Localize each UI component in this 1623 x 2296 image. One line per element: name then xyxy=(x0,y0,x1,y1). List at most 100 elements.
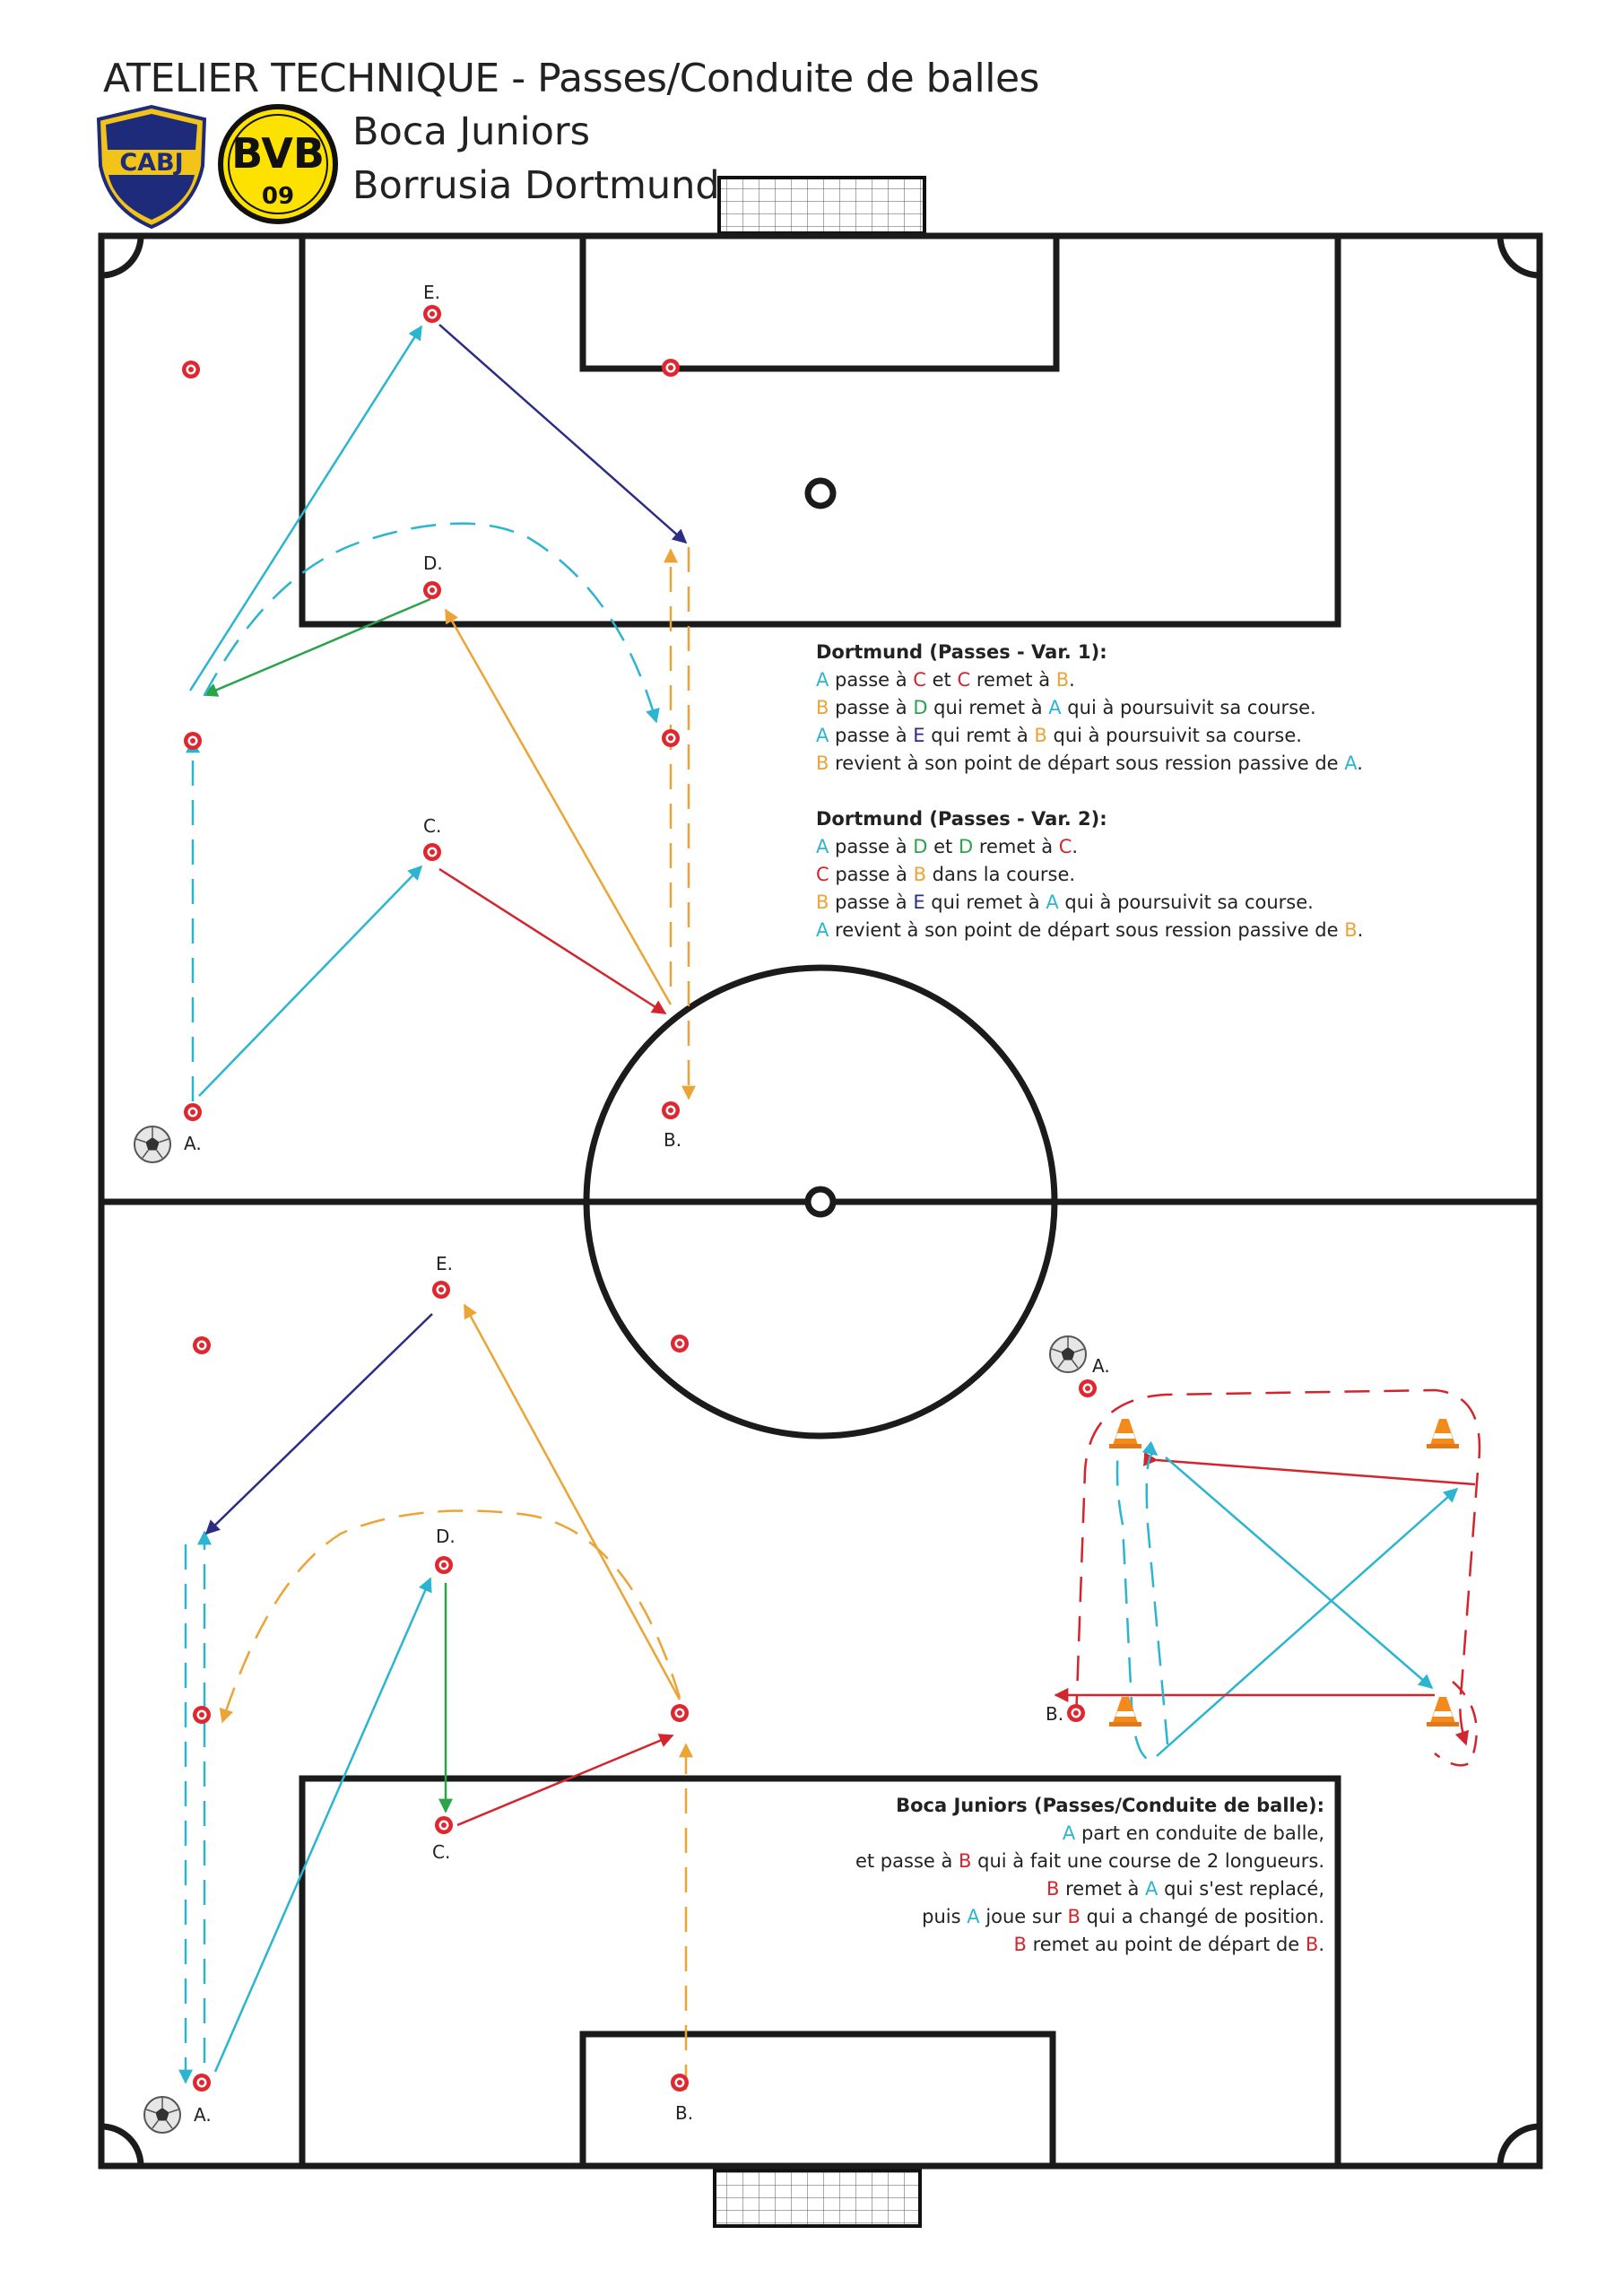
legend-player-ref: B xyxy=(1046,1878,1060,1900)
legend-line: C passe à B dans la course. xyxy=(816,861,1363,889)
bottom-label-a: A. xyxy=(194,2104,212,2126)
drill-diagonal-1 xyxy=(1165,1457,1434,1690)
legend-text: passe à xyxy=(829,836,914,857)
drill-run-a-down xyxy=(1115,1421,1158,1764)
legend-player-ref: A xyxy=(1344,752,1358,774)
bottom-marker-e xyxy=(432,1281,450,1299)
top-pass-e-b xyxy=(438,324,688,544)
bottom-curved-run-b xyxy=(219,1509,681,1724)
legend-text: qui s'est replacé, xyxy=(1158,1878,1324,1900)
bottom-ball xyxy=(143,2096,181,2134)
top-marker-a xyxy=(184,1103,202,1121)
legend-text: remet au point de départ de xyxy=(1026,1934,1306,1955)
legend-text: . xyxy=(1069,669,1075,691)
top-marker-c xyxy=(423,843,441,861)
top-goal xyxy=(717,176,926,235)
bottom-marker-b xyxy=(671,2074,689,2092)
legend-text: remet à xyxy=(973,836,1059,857)
legend-line: puis A joue sur B qui a changé de positi… xyxy=(855,1903,1324,1931)
bottom-goal-area xyxy=(579,2031,1056,2170)
bottom-marker-d xyxy=(435,1556,453,1574)
top-label-e: E. xyxy=(423,282,440,303)
top-label-d: D. xyxy=(423,552,443,574)
drill-cone-br xyxy=(1427,1697,1459,1726)
top-marker-a-run xyxy=(184,732,202,750)
drill-marker-b xyxy=(1067,1704,1085,1722)
bottom-goal xyxy=(713,2169,922,2228)
legend-line: B passe à E qui remet à A qui à poursuiv… xyxy=(816,889,1363,917)
drill-run-b-loop xyxy=(1074,1388,1481,1746)
bvb-logo-text: BVB xyxy=(231,129,325,178)
legend-player-ref: A xyxy=(816,919,829,941)
team-name-boca: Boca Juniors xyxy=(352,109,590,154)
legend-player-ref: B xyxy=(816,697,829,718)
drill-marker-a xyxy=(1079,1379,1097,1397)
legend-player-ref: C xyxy=(913,669,926,691)
bottom-marker-a xyxy=(193,2074,211,2092)
legend-player-ref: A xyxy=(816,836,829,857)
bvb-logo-sub: 09 xyxy=(262,183,294,210)
legend-player-ref: B xyxy=(1055,669,1070,691)
legend-text: . xyxy=(1357,919,1364,941)
top-marker-e xyxy=(423,305,441,323)
legend-player-ref: A xyxy=(1048,697,1062,718)
boca-juniors-logo: CABJ xyxy=(96,104,207,230)
top-marker-b-run xyxy=(662,729,680,747)
legend-player-ref: C xyxy=(957,669,971,691)
legend-line: et passe à B qui à fait une course de 2 … xyxy=(855,1848,1324,1875)
bottom-marker-a-run xyxy=(193,1706,211,1724)
legend-var2-lines: A passe à D et D remet à C.C passe à B d… xyxy=(816,833,1363,944)
legend-line: B revient à son point de départ sous res… xyxy=(816,750,1363,778)
legend-player-ref: B xyxy=(959,1850,972,1872)
legend-var2-title: Dortmund (Passes - Var. 2): xyxy=(816,808,1107,830)
top-ball xyxy=(134,1126,171,1163)
top-label-a: A. xyxy=(184,1133,202,1154)
legend-player-ref: B xyxy=(1034,725,1047,746)
bottom-marker-b-run xyxy=(671,1704,689,1722)
top-penalty-area xyxy=(299,232,1341,628)
top-goal-area xyxy=(579,232,1060,372)
legend-player-ref: B xyxy=(1067,1906,1081,1927)
legend-text: et passe à xyxy=(855,1850,959,1872)
center-circle xyxy=(583,964,1058,1439)
bottom-label-e: E. xyxy=(436,1253,453,1274)
legend-text: . xyxy=(1072,836,1079,857)
bottom-label-b: B. xyxy=(675,2102,693,2124)
legend-player-ref: C xyxy=(1058,836,1072,857)
legend-player-ref: C xyxy=(816,864,829,885)
legend-text: passe à xyxy=(829,864,914,885)
corner-arc-tr xyxy=(1497,235,1541,279)
legend-text: qui remet à xyxy=(924,891,1046,913)
bottom-label-c: C. xyxy=(432,1841,450,1863)
legend-boca: Boca Juniors (Passes/Conduite de balle):… xyxy=(855,1792,1324,1959)
bottom-half-markers xyxy=(143,1281,1459,2134)
legend-text: et xyxy=(925,669,958,691)
drill-cone-bl xyxy=(1109,1697,1141,1726)
legend-text: qui à poursuivit sa course. xyxy=(1058,891,1314,913)
top-label-c: C. xyxy=(423,815,441,837)
bottom-half-paths xyxy=(178,1303,1481,2090)
legend-player-ref: B xyxy=(816,891,829,913)
legend-text: remet à xyxy=(1059,1878,1146,1900)
bottom-label-d: D. xyxy=(436,1526,456,1547)
corner-arc-bl xyxy=(100,2123,144,2167)
bottom-pass-c-b xyxy=(456,1734,674,1827)
legend-player-ref: A xyxy=(1046,891,1059,913)
legend-player-ref: A xyxy=(1145,1878,1159,1900)
top-curved-run-a xyxy=(203,522,660,724)
boca-logo-text: CABJ xyxy=(119,149,183,177)
legend-text: passe à xyxy=(829,697,914,718)
bottom-marker-extra-1 xyxy=(193,1336,211,1354)
legend-player-ref: A xyxy=(816,669,829,691)
legend-player-ref: A xyxy=(816,725,829,746)
top-pass-a-c xyxy=(198,865,423,1097)
legend-text: qui remet à xyxy=(927,697,1049,718)
legend-line: B remet à A qui s'est replacé, xyxy=(855,1875,1324,1903)
legend-player-ref: B xyxy=(816,752,829,774)
legend-text: puis xyxy=(922,1906,968,1927)
legend-text: passe à xyxy=(829,669,914,691)
legend-line: B passe à D qui remet à A qui à poursuiv… xyxy=(816,694,1363,722)
drill-run-a-up xyxy=(1141,1440,1169,1745)
drill-diagonal-2 xyxy=(1156,1487,1459,1757)
